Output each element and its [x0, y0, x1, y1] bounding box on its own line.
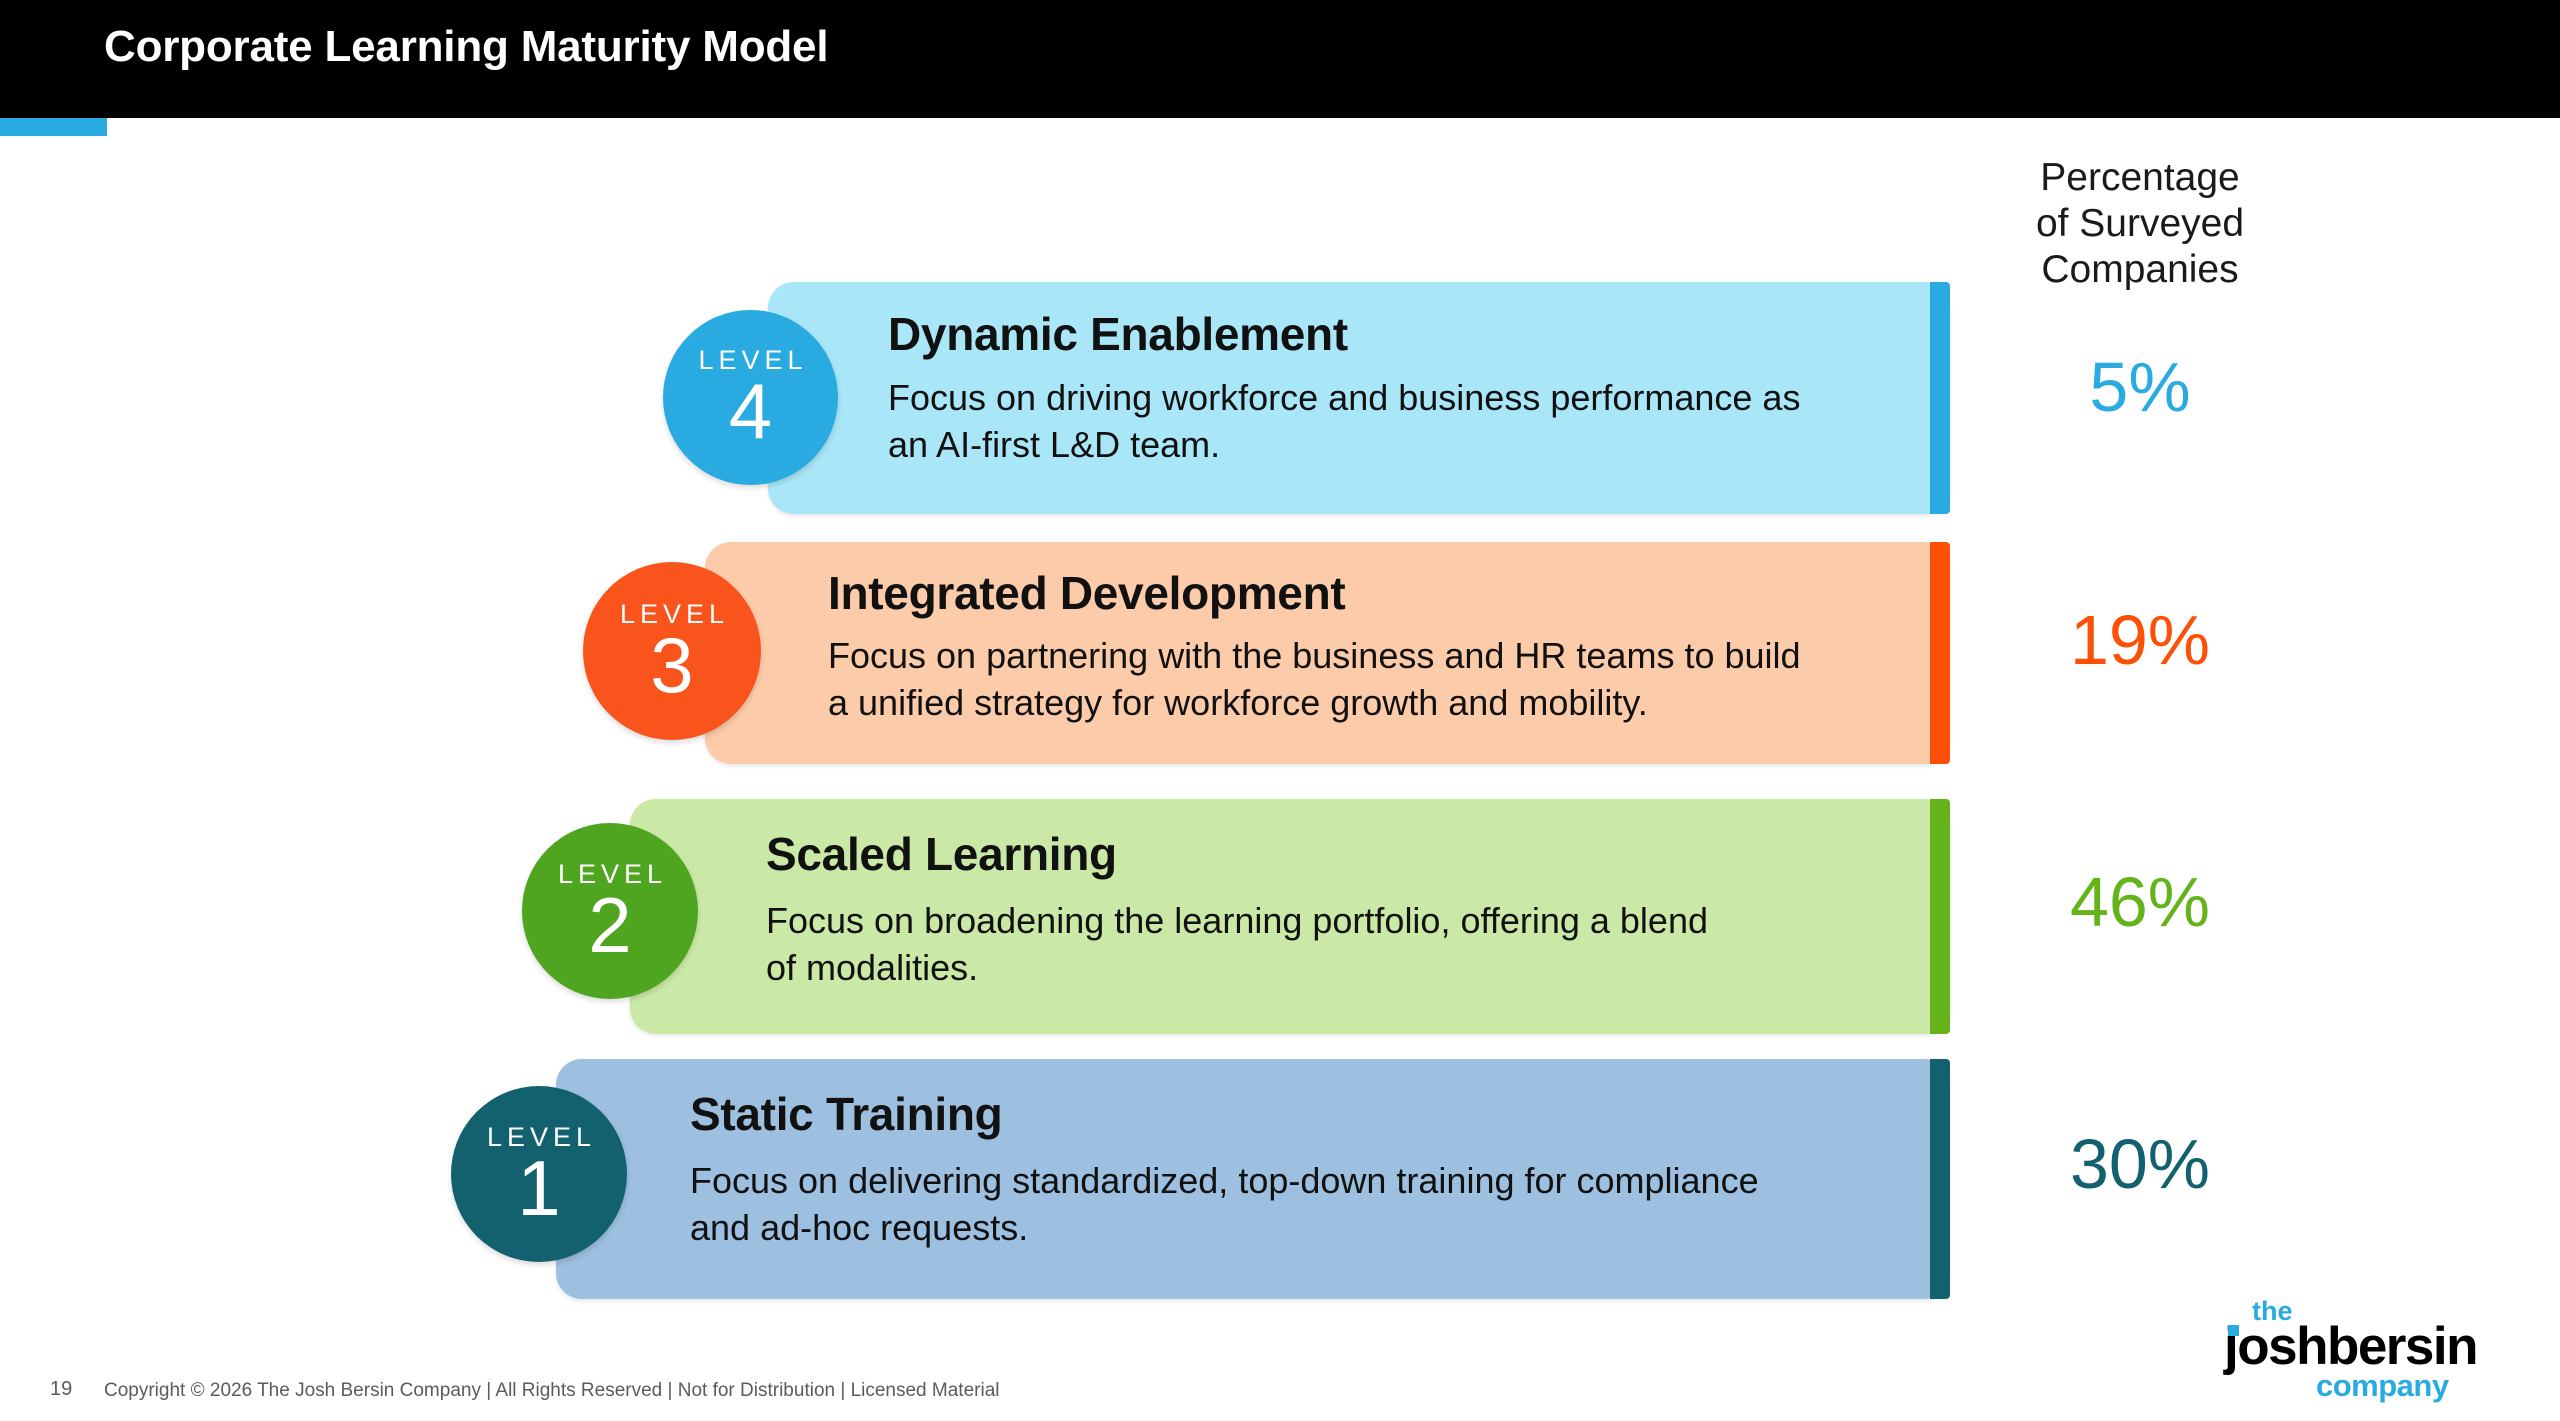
- column-header-line-3: Companies: [2041, 248, 2239, 291]
- level-percentage-1: 30%: [2069, 1125, 2211, 1203]
- level-description-4: Focus on driving workforce and business …: [888, 374, 1800, 468]
- page-title: Corporate Learning Maturity Model: [104, 22, 829, 71]
- level-title-4: Dynamic Enablement: [888, 308, 1348, 360]
- level-description-line-2-1: and ad-hoc requests.: [690, 1207, 1029, 1248]
- level-title-3: Integrated Development: [828, 567, 1346, 619]
- logo-company-text: company: [2316, 1368, 2449, 1403]
- level-row-3[interactable]: LEVEL 3 Integrated Development Focus on …: [0, 542, 2560, 764]
- column-header-line-2: of Surveyed: [2035, 202, 2245, 245]
- column-header-line-1: Percentage: [2040, 156, 2240, 199]
- level-bar-accent-4: [1930, 282, 1950, 514]
- level-badge-3: LEVEL 3: [583, 562, 761, 740]
- level-percentage-2: 46%: [2069, 863, 2211, 941]
- level-badge-number-2: 2: [588, 880, 632, 969]
- level-row-4[interactable]: LEVEL 4 Dynamic Enablement Focus on driv…: [0, 282, 2560, 514]
- logo-j-dot-icon: [2228, 1325, 2239, 1336]
- level-bar-accent-2: [1930, 799, 1950, 1034]
- level-description-line-1-1: Focus on delivering standardized, top-do…: [690, 1160, 1759, 1201]
- level-description-line-2-2: of modalities.: [766, 947, 979, 988]
- level-bar-accent-3: [1930, 542, 1950, 764]
- level-bar-4: [768, 282, 1950, 514]
- level-badge-2: LEVEL 2: [522, 823, 698, 999]
- level-description-line-1-2: Focus on broadening the learning portfol…: [766, 900, 1708, 941]
- percentage-column-header: Percentage of Surveyed Companies: [1960, 155, 2320, 293]
- level-title-1: Static Training: [690, 1088, 1003, 1140]
- footer-copyright: Copyright © 2026 The Josh Bersin Company…: [104, 1380, 1000, 1401]
- joshbersin-logo: the joshbersin company: [2190, 1296, 2479, 1403]
- level-description-2: Focus on broadening the learning portfol…: [766, 897, 1708, 991]
- level-description-1: Focus on delivering standardized, top-do…: [690, 1157, 1759, 1251]
- level-badge-number-4: 4: [728, 367, 773, 456]
- header-accent-bar: [0, 118, 107, 136]
- level-percentage-3: 19%: [2069, 601, 2211, 679]
- level-bar-1: [556, 1059, 1950, 1299]
- level-row-1[interactable]: LEVEL 1 Static Training Focus on deliver…: [0, 1059, 2560, 1299]
- level-badge-1: LEVEL 1: [451, 1086, 627, 1262]
- level-bar-3: [705, 542, 1950, 764]
- level-percentage-4: 5%: [2089, 348, 2191, 426]
- level-badge-number-3: 3: [650, 620, 694, 709]
- level-description-line-1-3: Focus on partnering with the business an…: [828, 635, 1801, 676]
- level-badge-word-3: LEVEL: [619, 598, 730, 629]
- level-bar-accent-1: [1930, 1059, 1950, 1299]
- level-row-2[interactable]: LEVEL 2 Scaled Learning Focus on broaden…: [0, 799, 2560, 1034]
- level-badge-number-1: 1: [517, 1143, 561, 1232]
- title-bar: Corporate Learning Maturity Model: [0, 0, 2560, 118]
- level-description-3: Focus on partnering with the business an…: [828, 632, 1801, 726]
- level-badge-word-2: LEVEL: [557, 858, 668, 889]
- logo-main-text: joshbersin: [2224, 1317, 2479, 1376]
- level-bar-2: [630, 799, 1950, 1034]
- level-description-line-1-4: Focus on driving workforce and business …: [888, 377, 1801, 418]
- logo-the-text: the: [2252, 1296, 2293, 1326]
- level-badge-word-1: LEVEL: [486, 1121, 597, 1152]
- footer-page-number: 19: [50, 1378, 73, 1400]
- level-badge-word-4: LEVEL: [698, 345, 808, 376]
- level-description-line-2-3: a unified strategy for workforce growth …: [828, 682, 1648, 723]
- level-badge-4: LEVEL 4: [663, 310, 838, 485]
- level-description-line-2-4: an AI-first L&D team.: [888, 424, 1221, 465]
- level-title-2: Scaled Learning: [766, 828, 1117, 880]
